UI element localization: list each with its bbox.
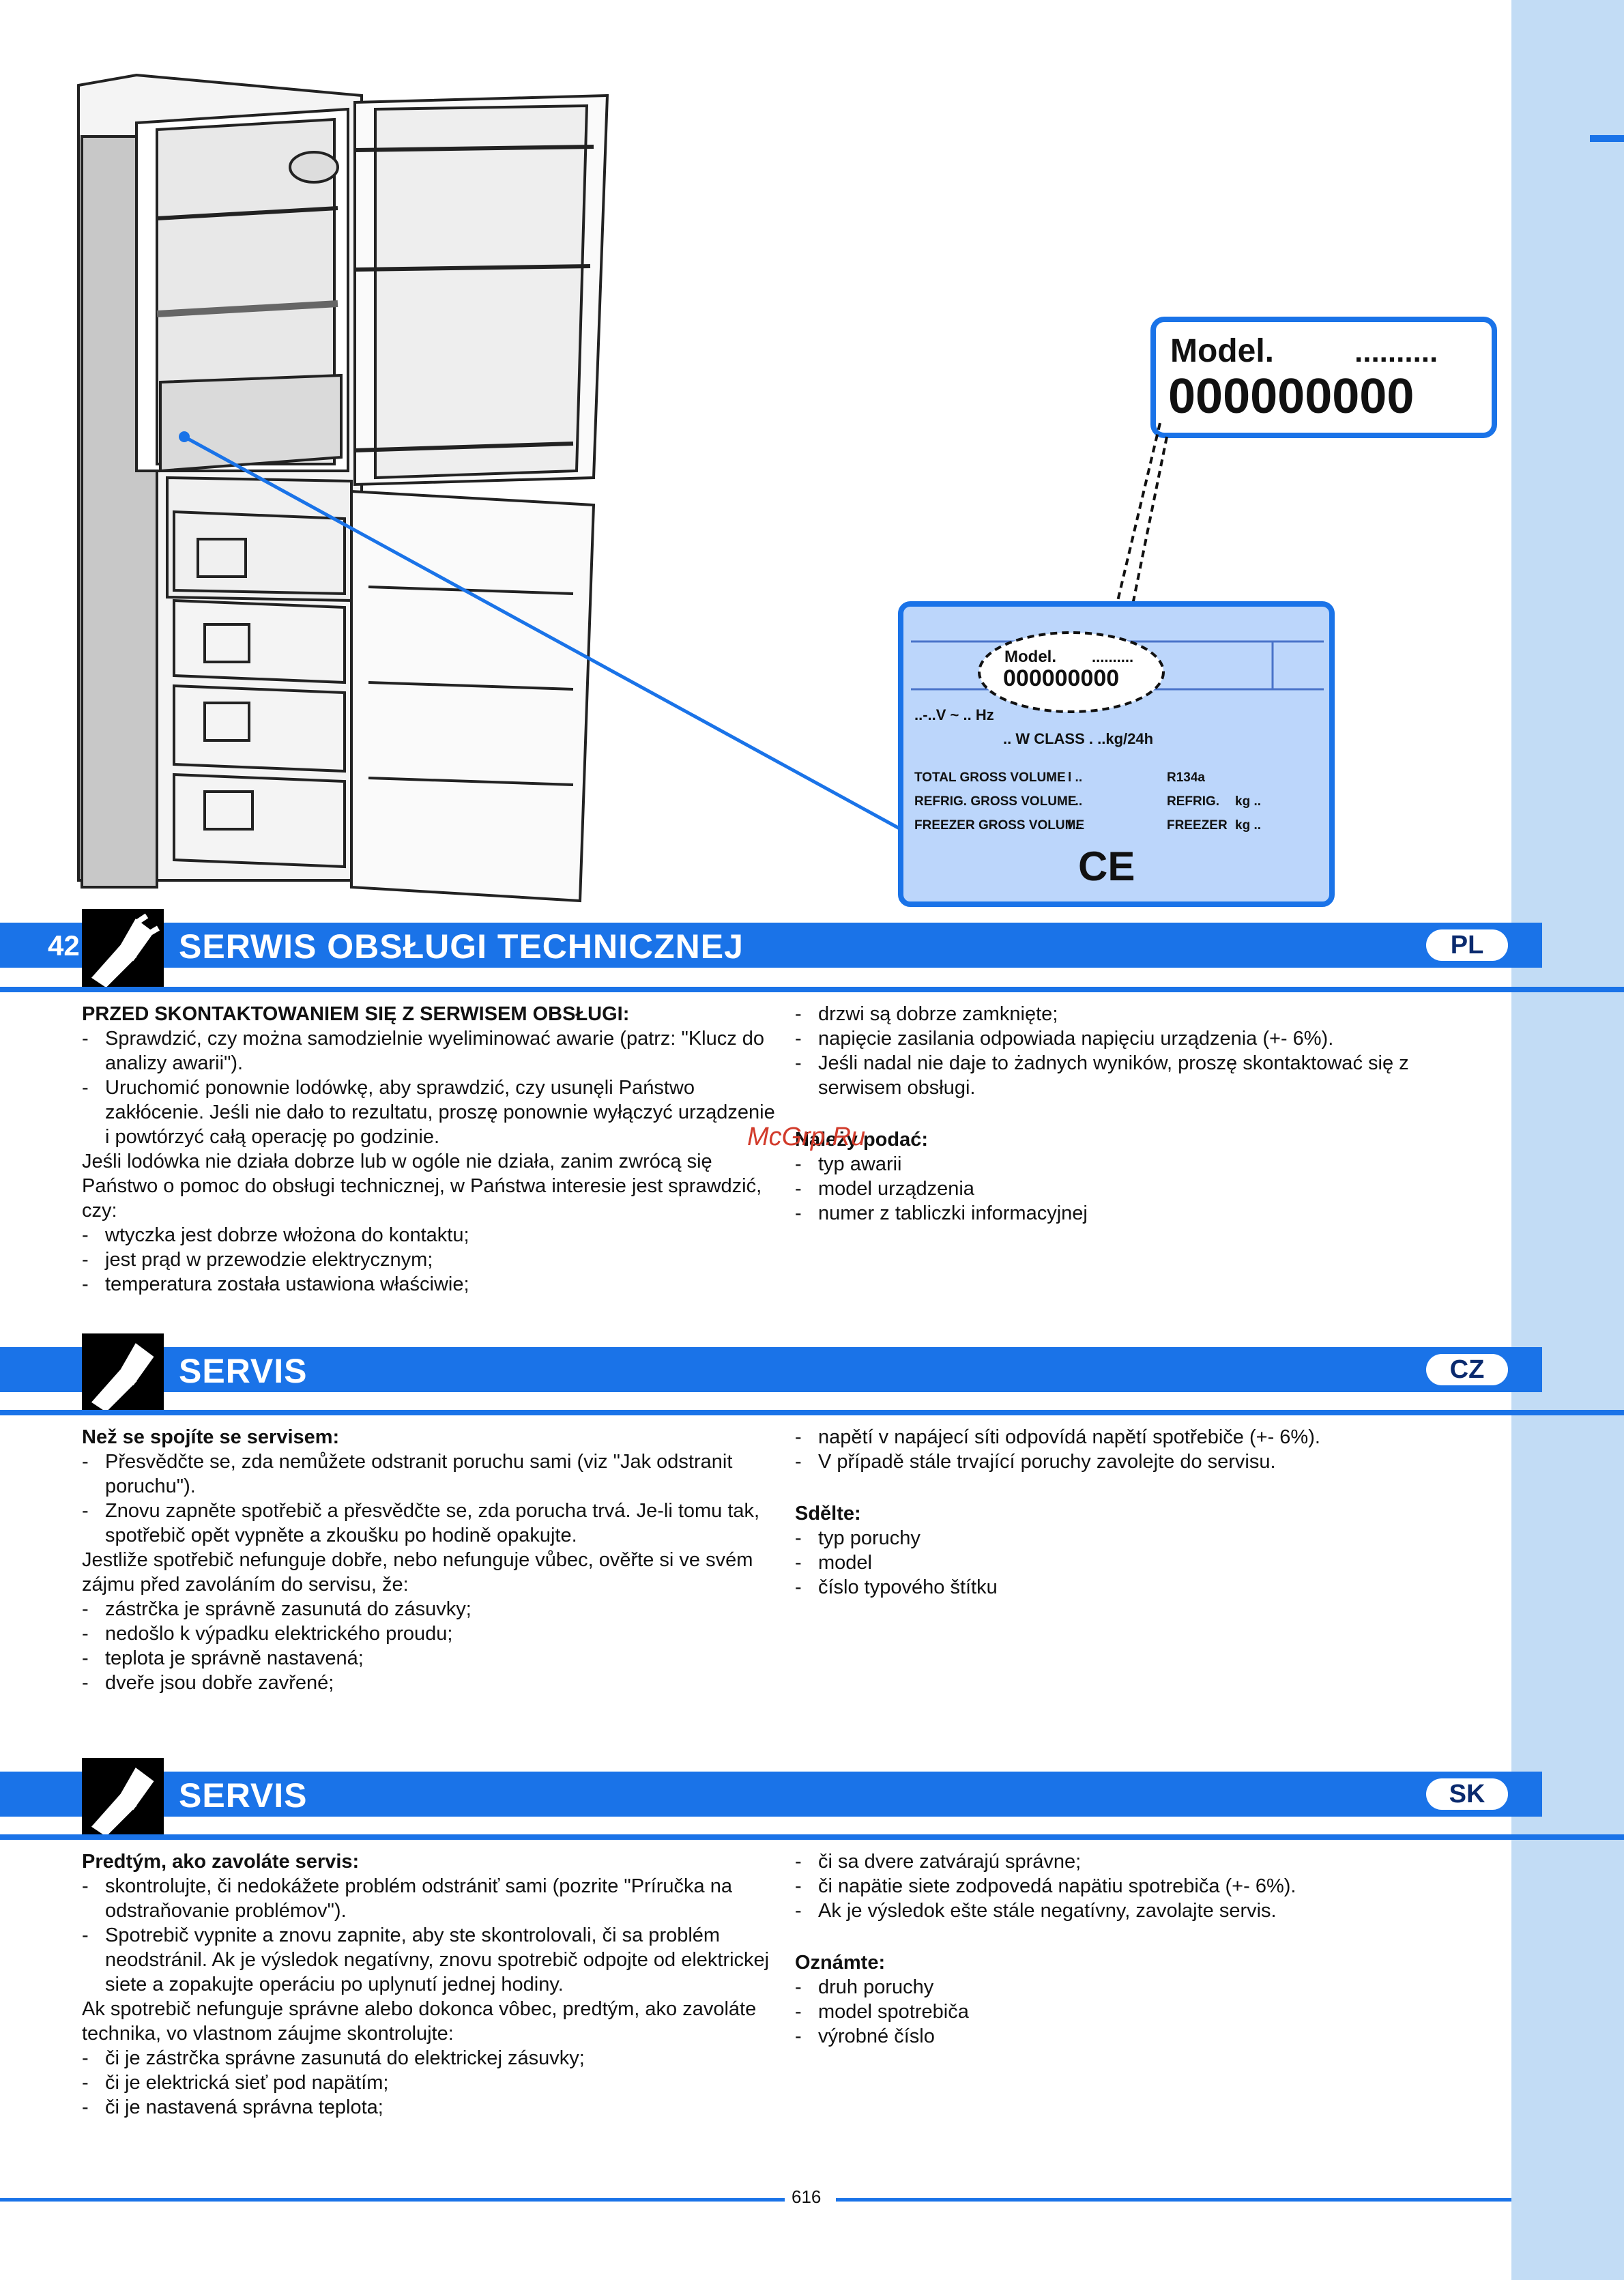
list-item: V případě stále trvající poruchy zavolej… <box>795 1449 1498 1474</box>
svg-text:REFRIG. GROSS VOLUME: REFRIG. GROSS VOLUME <box>914 794 1077 809</box>
list-item: model spotrebiča <box>795 2000 1498 2024</box>
language-badge-cz: CZ <box>1426 1354 1508 1385</box>
pl-heading: PRZED SKONTAKTOWANIEM SIĘ Z SERWISEM OBS… <box>82 1003 630 1025</box>
section-rule <box>0 987 1624 992</box>
list-item: drzwi są dobrze zamknięte; <box>795 1002 1498 1026</box>
list-item: napětí v napájecí síti odpovídá napětí s… <box>795 1425 1498 1449</box>
list-item: typ awarii <box>795 1152 1498 1177</box>
svg-text:FREEZER GROSS VOLUME: FREEZER GROSS VOLUME <box>914 818 1084 833</box>
cz-subheading: Sdělte: <box>795 1503 861 1525</box>
cz-left-column: Než se spojíte se servisem: Přesvědčte s… <box>82 1425 785 1695</box>
pl-left-column: PRZED SKONTAKTOWANIEM SIĘ Z SERWISEM OBS… <box>82 1002 785 1297</box>
list-item: dveře jsou dobře zavřené; <box>82 1671 785 1695</box>
pl-subheading: Należy podać: <box>795 1129 928 1151</box>
list-item: temperatura została ustawiona właściwie; <box>82 1272 785 1297</box>
svg-text:000000000: 000000000 <box>1168 369 1414 424</box>
list-item: teplota je správně nastavená; <box>82 1646 785 1671</box>
section-title-sk: SERVIS <box>179 1776 308 1815</box>
svg-text:Model.: Model. <box>1170 333 1274 369</box>
list-item: typ poruchy <box>795 1526 1498 1550</box>
cz-right-column: napětí v napájecí síti odpovídá napětí s… <box>795 1425 1498 1600</box>
watermark: McGrp.Ru <box>747 1123 866 1151</box>
wrench-hand-icon <box>82 1758 164 1840</box>
section-title-pl: SERWIS OBSŁUGI TECHNICZNEJ <box>179 927 744 966</box>
list-item: Uruchomić ponownie lodówkę, aby sprawdzi… <box>82 1076 785 1149</box>
section-rule <box>0 1834 1624 1840</box>
pl-right-column: drzwi są dobrze zamknięte; napięcie zasi… <box>795 1002 1498 1226</box>
fridge-illustration: Model. .......... 000000000 Model. .....… <box>77 73 1497 907</box>
paragraph: Jeśli lodówka nie działa dobrze lub w og… <box>82 1151 762 1222</box>
svg-text:000000000: 000000000 <box>1003 665 1119 691</box>
svg-text:l ..: l .. <box>1068 794 1082 809</box>
list-item: či je elektrická sieť pod napätím; <box>82 2070 785 2095</box>
svg-text:..-..V ~ .. Hz: ..-..V ~ .. Hz <box>914 706 994 723</box>
cz-heading: Než se spojíte se servisem: <box>82 1426 340 1448</box>
list-item: či je nastavená správna teplota; <box>82 2095 785 2120</box>
section-bar-cz: SERVIS CZ <box>0 1333 1542 1415</box>
page-number: 42 <box>48 929 80 962</box>
list-item: model <box>795 1550 1498 1575</box>
list-item: napięcie zasilania odpowiada napięciu ur… <box>795 1026 1498 1051</box>
svg-text:l ..: l .. <box>1068 770 1082 785</box>
footer-rule-right <box>836 2198 1511 2202</box>
svg-text:R134a: R134a <box>1167 770 1205 785</box>
svg-text:FREEZER: FREEZER <box>1167 818 1228 833</box>
svg-text:.. W CLASS . ..kg/: .. W CLASS . ..kg/24h <box>1003 730 1153 747</box>
svg-text:TOTAL GROSS VOLUME: TOTAL GROSS VOLUME <box>914 770 1066 785</box>
list-item: výrobné číslo <box>795 2024 1498 2049</box>
list-item: model urządzenia <box>795 1177 1498 1201</box>
language-badge-pl: PL <box>1426 929 1508 961</box>
list-item: Sprawdzić, czy można samodzielnie wyelim… <box>82 1026 785 1076</box>
svg-text:REFRIG.: REFRIG. <box>1167 794 1219 809</box>
list-item: jest prąd w przewodzie elektrycznym; <box>82 1247 785 1272</box>
paragraph: Jestliže spotřebič nefunguje dobře, nebo… <box>82 1549 753 1596</box>
svg-text:..........: .......... <box>1354 335 1438 369</box>
language-badge-sk: SK <box>1426 1778 1508 1810</box>
right-margin-band <box>1511 0 1624 2280</box>
svg-text:Model.: Model. <box>1004 648 1056 666</box>
svg-text:..........: .......... <box>1092 648 1133 665</box>
list-item: či sa dvere zatvárajú správne; <box>795 1849 1498 1874</box>
list-item: či je zástrčka správne zasunutá do elekt… <box>82 2046 785 2070</box>
wrench-hand-icon <box>82 909 164 991</box>
wrench-hand-icon <box>82 1333 164 1415</box>
rating-plate: Model. .......... 000000000 ..-..V ~ .. … <box>898 601 1335 907</box>
section-bar-sk: SERVIS SK <box>0 1758 1542 1840</box>
list-item: číslo typového štítku <box>795 1575 1498 1600</box>
list-item: nedošlo k výpadku elektrického proudu; <box>82 1621 785 1646</box>
svg-text:l ..: l .. <box>1068 818 1082 833</box>
svg-text:kg ..: kg .. <box>1235 818 1261 833</box>
list-item: Jeśli nadal nie daje to żadnych wyników,… <box>795 1051 1498 1100</box>
footer-rule-left <box>0 2198 785 2202</box>
paragraph: Ak spotrebič nefunguje správne alebo dok… <box>82 1998 757 2045</box>
footer-page-number: 616 <box>792 2187 822 2207</box>
list-item: numer z tabliczki informacyjnej <box>795 1201 1498 1226</box>
list-item: druh poruchy <box>795 1975 1498 2000</box>
model-callout: Model. .......... 000000000 <box>1150 317 1497 438</box>
list-item: wtyczka jest dobrze włożona do kontaktu; <box>82 1223 785 1247</box>
list-item: Ak je výsledok ešte stále negatívny, zav… <box>795 1899 1498 1923</box>
pointer-line <box>183 435 902 831</box>
section-bar-pl: 42 SERWIS OBSŁUGI TECHNICZNEJ PL <box>0 909 1542 991</box>
fridge-drawing <box>77 73 609 903</box>
list-item: skontrolujte, či nedokážete problém odst… <box>82 1874 785 1923</box>
sk-left-column: Predtým, ako zavoláte servis: skontroluj… <box>82 1849 785 2120</box>
svg-text:kg ..: kg .. <box>1235 794 1261 809</box>
list-item: zástrčka je správně zasunutá do zásuvky; <box>82 1597 785 1621</box>
section-title-cz: SERVIS <box>179 1352 308 1390</box>
list-item: či napätie siete zodpovedá napätiu spotr… <box>795 1874 1498 1899</box>
ce-mark: CE <box>1078 843 1135 889</box>
right-margin-tick <box>1590 135 1624 142</box>
sk-subheading: Oznámte: <box>795 1952 886 1974</box>
sk-right-column: či sa dvere zatvárajú správne; či napäti… <box>795 1849 1498 2049</box>
section-rule <box>0 1410 1624 1415</box>
list-item: Přesvědčte se, zda nemůžete odstranit po… <box>82 1449 785 1499</box>
list-item: Spotrebič vypnite a znovu zapnite, aby s… <box>82 1923 785 1997</box>
list-item: Znovu zapněte spotřebič a přesvědčte se,… <box>82 1499 785 1548</box>
sk-heading: Predtým, ako zavoláte servis: <box>82 1851 360 1873</box>
